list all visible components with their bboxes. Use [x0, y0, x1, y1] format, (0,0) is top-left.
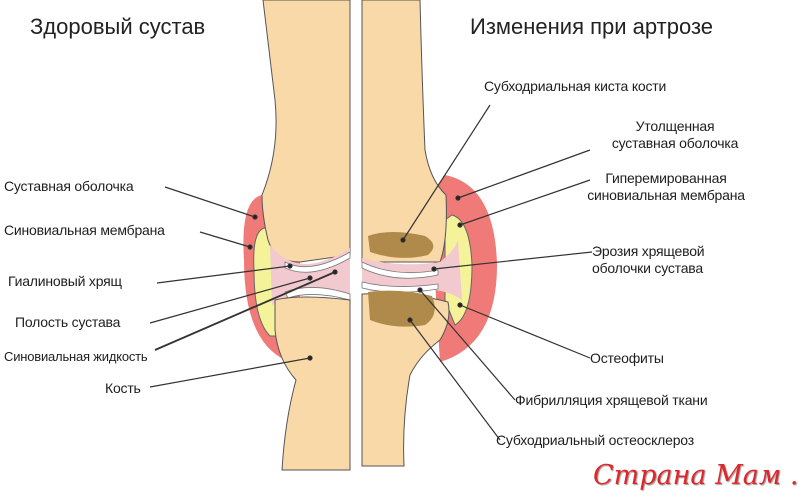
label-joint-capsule: Суставная оболочка — [4, 178, 134, 194]
left-joint-space — [284, 251, 351, 301]
label-osteophytes: Остеофиты — [590, 350, 664, 366]
label-cartilage-erosion: Эрозия хрящевой оболочки сустава — [592, 243, 705, 277]
label-hyperemic-membrane-line1: Гиперемированная — [605, 170, 727, 186]
label-cartilage-erosion-line1: Эрозия хрящевой — [592, 243, 705, 259]
right-femur — [361, 0, 447, 263]
label-subchondral-cyst: Субходриальная киста кости — [484, 78, 667, 94]
label-hyaline-cartilage: Гиалиновый хрящ — [8, 273, 122, 289]
osteosclerosis-area — [368, 290, 435, 327]
right-joint-space — [361, 261, 439, 293]
label-thickened-capsule-line1: Утолщенная — [635, 118, 715, 134]
label-thickened-capsule-line2: суставная оболочка — [611, 135, 739, 151]
label-cartilage-fibrillation: Фибрилляция хрящевой ткани — [515, 392, 708, 408]
label-thickened-capsule: Утолщенная суставная оболочка — [585, 118, 765, 152]
label-bone: Кость — [105, 380, 141, 396]
label-hyperemic-membrane-line2: синовиальная мембрана — [587, 187, 745, 203]
title-arthrosis-changes: Изменения при артрозе — [470, 14, 714, 39]
left-tibia — [274, 296, 351, 471]
label-cartilage-erosion-line2: оболочки сустава — [592, 260, 703, 276]
label-subchondral-osteosclerosis: Субходриальный остеосклероз — [496, 432, 694, 448]
label-synovial-membrane: Синовиальная мембрана — [4, 222, 165, 238]
subchondral-cyst — [368, 232, 434, 258]
label-joint-cavity: Полость сустава — [15, 314, 121, 330]
label-hyperemic-membrane: Гиперемированная синовиальная мембрана — [566, 170, 766, 204]
watermark-logo: Страна Мам . ру — [593, 460, 800, 491]
left-femur — [261, 0, 351, 263]
title-healthy-joint: Здоровый сустав — [30, 14, 206, 39]
label-synovial-fluid: Синовиальная жидкость — [4, 349, 148, 364]
